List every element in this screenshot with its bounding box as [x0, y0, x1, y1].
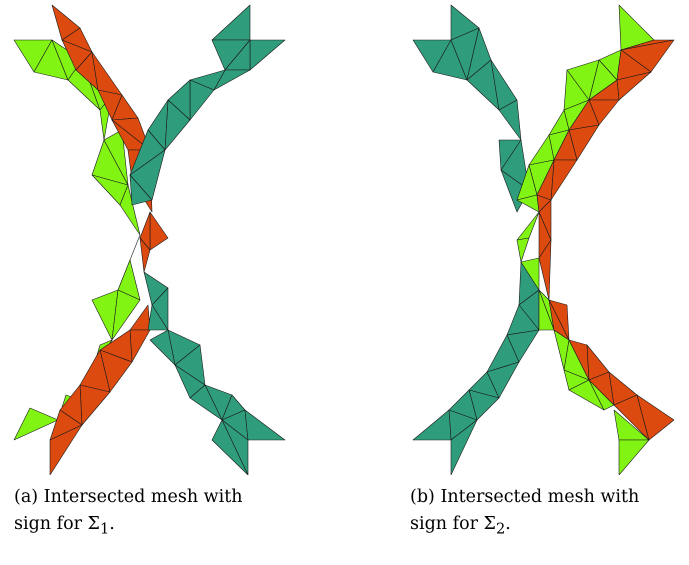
figure-panel-a — [0, 0, 300, 475]
lime-band-a — [13, 39, 141, 441]
caption-b-text: Intersected mesh with sign for Σ — [410, 487, 645, 534]
mesh-illustration-b — [412, 4, 675, 475]
caption-a-suffix: . — [109, 514, 115, 534]
caption-b-subscript: 2 — [495, 520, 506, 538]
caption-b-prefix: (b) — [410, 487, 435, 507]
orange-band-b — [536, 39, 675, 441]
caption-a: (a) Intersected mesh with sign for Σ1. — [14, 484, 274, 543]
mesh-illustration-a — [13, 4, 286, 475]
caption-a-text: Intersected mesh with sign for Σ — [14, 487, 249, 534]
caption-a-subscript: 1 — [99, 520, 110, 538]
caption-b: (b) Intersected mesh with sign for Σ2. — [410, 484, 670, 543]
teal-band-a — [129, 4, 286, 475]
figure-panel-b — [389, 0, 689, 475]
lime-band-b — [516, 4, 655, 475]
caption-a-prefix: (a) — [14, 487, 39, 507]
caption-b-suffix: . — [505, 514, 511, 534]
orange-band-a — [49, 4, 169, 475]
teal-band-b — [412, 4, 540, 475]
